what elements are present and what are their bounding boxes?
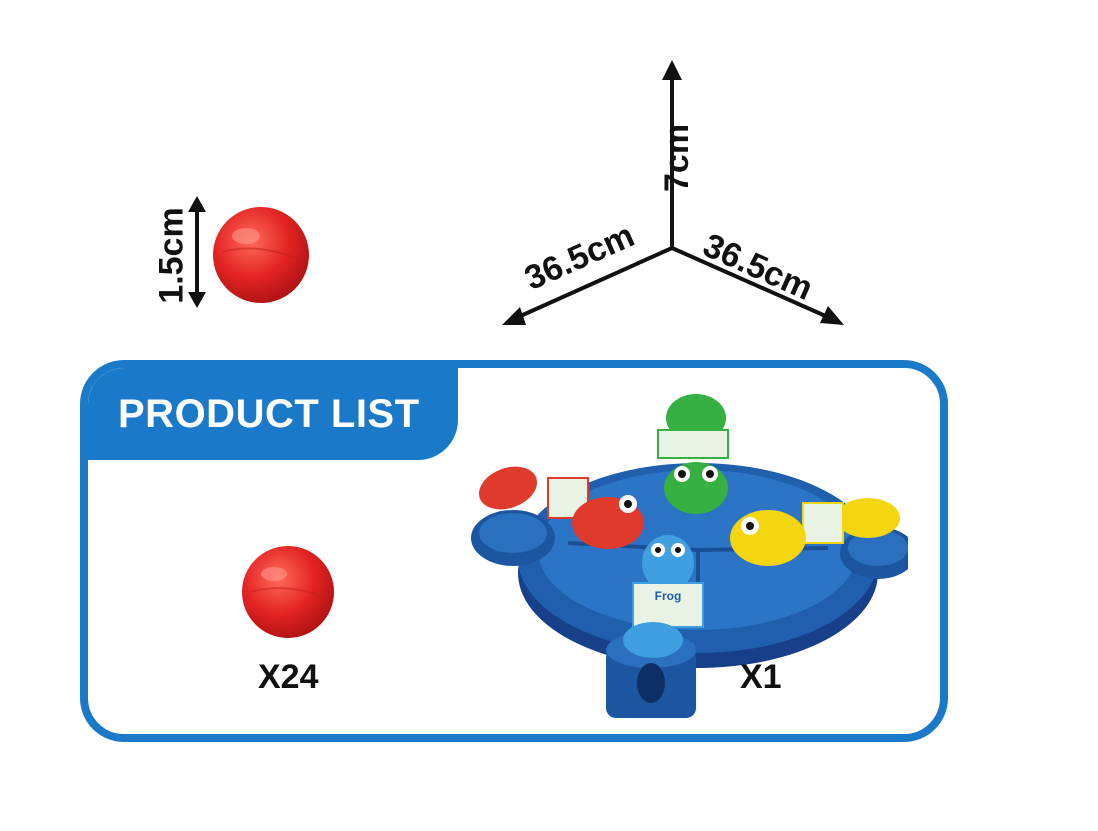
frog-card-label: Frog xyxy=(655,589,682,603)
ball-size-label: 1.5cm xyxy=(152,207,191,304)
ball-item-image xyxy=(242,546,334,638)
height-label: 7cm xyxy=(658,123,696,192)
product-list-title: PRODUCT LIST xyxy=(118,391,420,436)
product-list-header: PRODUCT LIST xyxy=(88,368,458,460)
frog-game-image: Frog xyxy=(471,394,908,718)
ball-quantity: X24 xyxy=(258,658,319,696)
box-dimension-axes xyxy=(502,60,844,325)
ball-dimension-group: 1.5cm xyxy=(150,190,320,320)
ball-image xyxy=(213,207,309,303)
product-list-panel: PRODUCT LIST X24 xyxy=(80,360,948,742)
ball-dimension-arrow xyxy=(188,196,206,308)
game-quantity: X1 xyxy=(740,658,782,696)
